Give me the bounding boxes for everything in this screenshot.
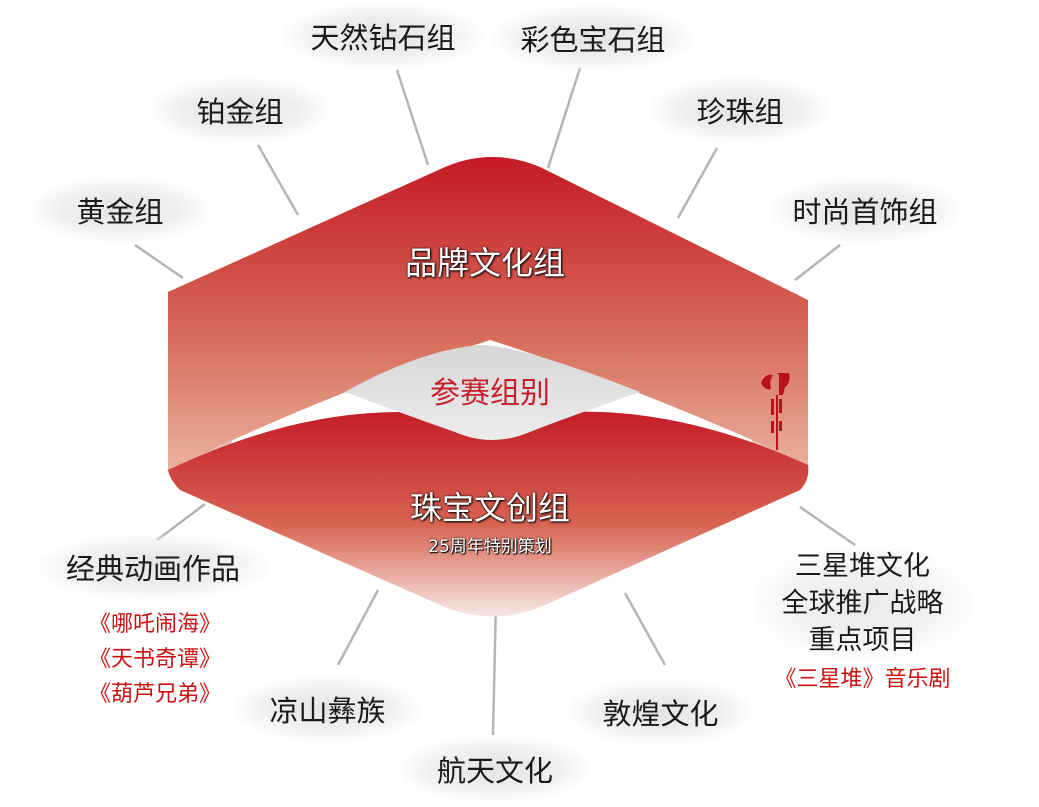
connector-shishang xyxy=(794,244,841,281)
classic-animation-works: 《哪吒闹海》 《天书奇谭》 《葫芦兄弟》 xyxy=(70,607,240,712)
group-aerospace-label: 航天文化 xyxy=(436,754,553,788)
connector-hangtian xyxy=(491,599,498,736)
sanxingdui-line-1: 三星堆文化 xyxy=(795,551,930,582)
group-liangshan-yi: 凉山彝族 xyxy=(235,677,420,741)
competition-groups-title: 参赛组别 xyxy=(430,376,550,411)
group-platinum: 铂金组 xyxy=(150,78,330,142)
group-gold-label: 黄金组 xyxy=(76,195,164,229)
connector-dunhuang xyxy=(623,592,667,666)
shape-jewelry-creative xyxy=(168,411,809,617)
connector-sanxingdui xyxy=(799,505,856,547)
connector-zuanshi xyxy=(395,69,430,166)
work-tianshu: 《天书奇谭》 xyxy=(88,647,221,672)
group-pearl-label: 珍珠组 xyxy=(696,95,784,129)
group-classic-animation: 经典动画作品 xyxy=(38,535,268,599)
group-fashion-jewelry-label: 时尚首饰组 xyxy=(792,195,938,229)
group-natural-diamond-label: 天然钻石组 xyxy=(310,21,456,55)
jewelry-creative-title: 珠宝文创组 xyxy=(409,489,570,527)
work-nezha: 《哪吒闹海》 xyxy=(88,612,221,637)
connector-zhenzhu xyxy=(676,147,719,219)
seal-logo xyxy=(761,373,790,450)
shape-core xyxy=(345,345,640,440)
group-platinum-label: 铂金组 xyxy=(196,95,284,129)
sanxingdui-line-2: 全球推广战略 xyxy=(781,588,944,619)
connector-lines xyxy=(134,67,856,736)
group-pearl: 珍珠组 xyxy=(650,78,830,142)
connector-bojin xyxy=(256,144,300,216)
brand-culture-title: 品牌文化组 xyxy=(404,244,565,282)
connector-caise xyxy=(546,67,582,169)
connector-huangjin xyxy=(134,243,184,280)
connector-liangshan xyxy=(336,589,380,666)
jewelry-creative-subtitle: 25周年特别策划 xyxy=(428,537,552,557)
group-dunhuang: 敦煌文化 xyxy=(568,680,753,744)
group-sanxingdui: 三星堆文化 全球推广战略 重点项目 xyxy=(755,548,970,659)
group-dunhuang-label: 敦煌文化 xyxy=(602,697,719,731)
group-liangshan-yi-label: 凉山彝族 xyxy=(269,694,386,728)
group-gold: 黄金组 xyxy=(30,178,210,242)
group-natural-diamond: 天然钻石组 xyxy=(283,4,483,68)
group-fashion-jewelry: 时尚首饰组 xyxy=(770,178,960,242)
work-huluxiongdi: 《葫芦兄弟》 xyxy=(88,682,221,707)
sanxingdui-line-3: 重点项目 xyxy=(808,625,917,656)
connector-donghua xyxy=(156,503,206,541)
sanxingdui-work: 《三星堆》音乐剧 xyxy=(774,667,951,692)
group-classic-animation-label: 经典动画作品 xyxy=(65,552,240,586)
group-aerospace: 航天文化 xyxy=(400,737,590,801)
group-colored-gemstone: 彩色宝石组 xyxy=(493,6,693,70)
group-colored-gemstone-label: 彩色宝石组 xyxy=(520,23,666,57)
shape-brand-culture xyxy=(168,157,808,470)
